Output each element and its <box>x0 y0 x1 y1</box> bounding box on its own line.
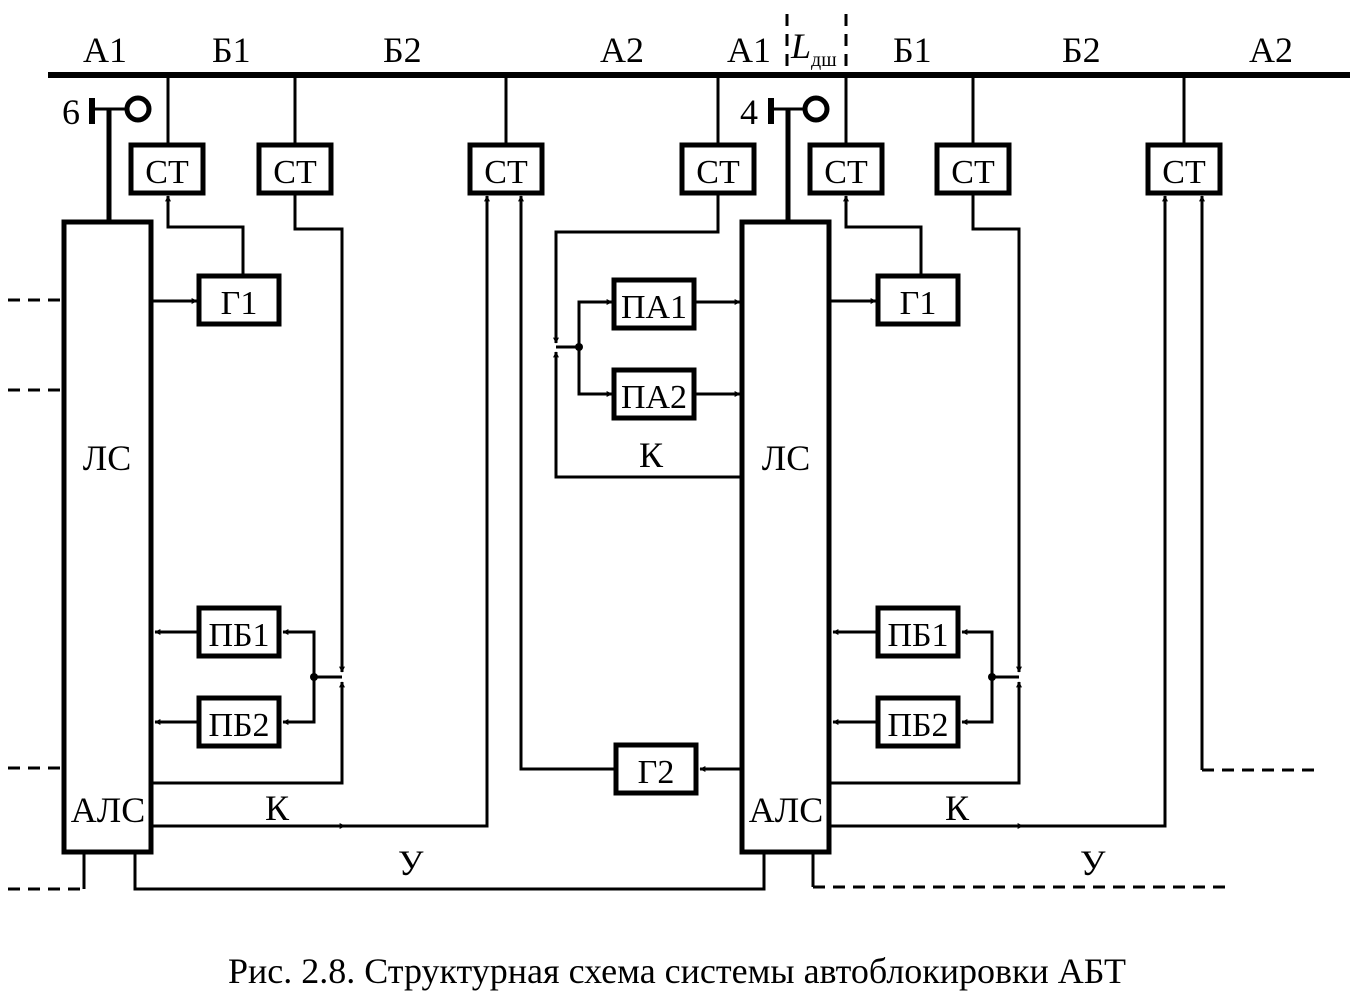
pa1-block: ПА1 <box>611 277 697 331</box>
g1-block-right: Г1 <box>875 273 961 327</box>
st-block-label: СТ <box>484 154 528 191</box>
pb2-block-right: ПБ2 <box>875 695 961 749</box>
g1-label: Г1 <box>221 285 258 322</box>
g1-block-left: Г1 <box>196 273 282 327</box>
st-block-label: СТ <box>951 154 995 191</box>
signal-number-right: 4 <box>740 92 758 132</box>
g2-label: Г2 <box>638 754 675 791</box>
ls-label-left: ЛС <box>83 438 131 478</box>
st-block-label: СТ <box>273 154 317 191</box>
gap-label-subscript: дш <box>811 49 837 71</box>
g1-label: Г1 <box>900 285 937 322</box>
ls-als-unit-right: ЛС АЛС <box>739 219 832 855</box>
st-block-label: СТ <box>145 154 189 191</box>
pa1-label: ПА1 <box>621 289 687 326</box>
track-label-b1-right: Б1 <box>893 30 932 70</box>
ls-label-right: ЛС <box>762 438 810 478</box>
track-label-b2-right: Б2 <box>1062 30 1101 70</box>
st-block-7: СТ <box>1145 142 1223 196</box>
gap-label: Lдш <box>790 26 837 71</box>
figure-caption: Рис. 2.8. Структурная схема системы авто… <box>228 951 1126 991</box>
pb2-block-left: ПБ2 <box>196 695 282 749</box>
pb1-label: ПБ1 <box>887 617 948 654</box>
als-label-right: АЛС <box>749 790 823 830</box>
st-block-2: СТ <box>256 142 334 196</box>
k-label-right: К <box>945 788 970 828</box>
gap-label-main: L <box>790 26 811 66</box>
u-label-right: У <box>1080 843 1106 883</box>
k-label-middle: К <box>639 435 664 475</box>
pb2-label: ПБ2 <box>887 707 948 744</box>
st-block-label: СТ <box>1162 154 1206 191</box>
track-label-a2-right: А2 <box>1249 30 1293 70</box>
st-block-1: СТ <box>128 142 206 196</box>
st-block-label: СТ <box>824 154 868 191</box>
g2-block: Г2 <box>613 742 699 796</box>
u-label-left: У <box>398 843 424 883</box>
ls-als-unit-left: ЛС АЛС <box>61 219 154 855</box>
track-label-a2-left: А2 <box>600 30 644 70</box>
st-block-label: СТ <box>696 154 740 191</box>
track-label-b1-left: Б1 <box>212 30 251 70</box>
pb1-label: ПБ1 <box>208 617 269 654</box>
pa2-label: ПА2 <box>621 379 687 416</box>
k-label-left: К <box>265 788 290 828</box>
pa2-block: ПА2 <box>611 367 697 421</box>
st-block-6: СТ <box>934 142 1012 196</box>
signal-icon-left <box>89 95 152 222</box>
track-label-b2-left: Б2 <box>383 30 422 70</box>
st-block-5: СТ <box>807 142 885 196</box>
track-label-a1-right: А1 <box>727 30 771 70</box>
st-block-3: СТ <box>467 142 545 196</box>
st-block-4: СТ <box>679 142 757 196</box>
pb1-block-left: ПБ1 <box>196 605 282 659</box>
track-label-a1-left: А1 <box>83 30 127 70</box>
als-label-left: АЛС <box>71 790 145 830</box>
pb2-label: ПБ2 <box>208 707 269 744</box>
signal-number-left: 6 <box>62 92 80 132</box>
pb1-block-right: ПБ1 <box>875 605 961 659</box>
signal-icon-right <box>768 95 830 222</box>
